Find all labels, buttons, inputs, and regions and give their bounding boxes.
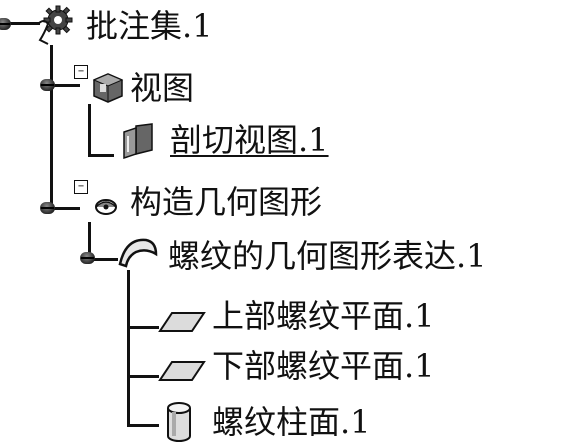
tree-item-lower-thread-plane-label[interactable]: 下部螺纹平面.1: [212, 347, 435, 385]
cylinder-icon[interactable]: [162, 400, 196, 444]
tree-item-construction-geometry-label[interactable]: 构造几何图形: [130, 183, 323, 221]
expand-marker-construction-geometry[interactable]: −: [74, 180, 88, 194]
tree-item-section-view-label[interactable]: 剖切视图.1: [170, 121, 329, 159]
gear-icon[interactable]: [34, 4, 74, 46]
construction-geometry-icon[interactable]: [92, 192, 122, 218]
tree-connector: [127, 270, 130, 426]
plane-icon[interactable]: [158, 309, 206, 335]
tree-connector: [88, 104, 91, 156]
section-view-icon[interactable]: [118, 122, 158, 162]
collapse-toggle-view[interactable]: [40, 79, 55, 91]
tree-connector: [127, 326, 159, 329]
collapse-toggle-root[interactable]: [0, 18, 11, 30]
tree-connector: [50, 45, 53, 210]
tree-item-upper-thread-plane-label[interactable]: 上部螺纹平面.1: [212, 297, 435, 335]
tree-item-thread-cylinder-label[interactable]: 螺纹柱面.1: [212, 403, 371, 441]
tree-connector: [88, 258, 118, 261]
tree-connector: [127, 375, 159, 378]
view-icon[interactable]: [90, 70, 126, 104]
tree-connector: [88, 154, 114, 157]
surface-icon[interactable]: [116, 236, 160, 270]
expand-marker-view[interactable]: −: [74, 65, 88, 79]
collapse-toggle-construction-geometry[interactable]: [40, 202, 55, 214]
tree-connector: [127, 424, 159, 427]
tree-connector: [88, 222, 91, 260]
tree-item-root-label[interactable]: 批注集.1: [86, 7, 213, 45]
plane-icon[interactable]: [158, 358, 206, 384]
collapse-toggle-thread-representation[interactable]: [80, 252, 95, 264]
tree-item-thread-representation-label[interactable]: 螺纹的几何图形表达.1: [168, 237, 487, 275]
tree-item-view-label[interactable]: 视图: [130, 69, 195, 107]
tree-connector: [50, 207, 80, 210]
tree-connector: [0, 22, 40, 25]
tree-connector: [50, 84, 80, 87]
